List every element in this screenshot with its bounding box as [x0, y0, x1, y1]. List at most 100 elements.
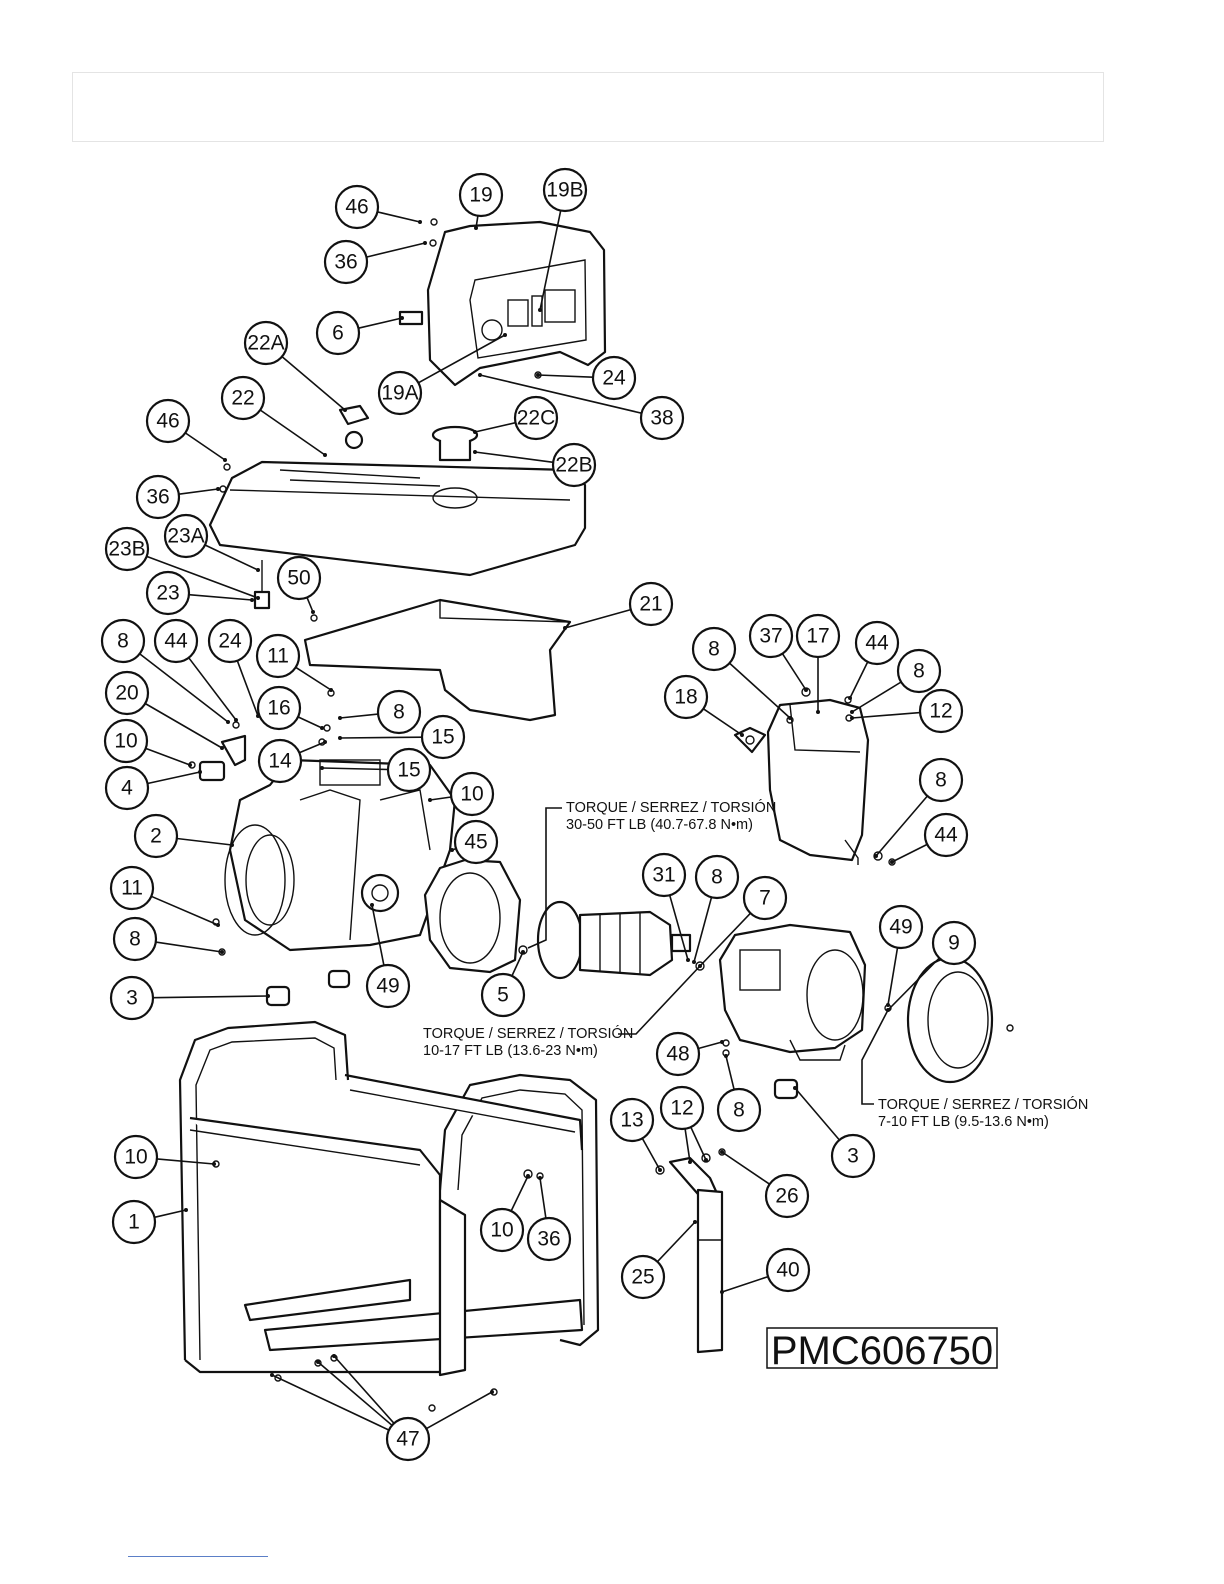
muffler-gasket-part [733, 726, 767, 754]
callout-label: 16 [267, 697, 290, 720]
leader-tip-14 [323, 740, 327, 744]
leader-line-23a [204, 544, 259, 571]
leader-tip-12b-0 [688, 1160, 692, 1164]
callout-circle [449, 771, 495, 817]
callout-circle [479, 1207, 525, 1253]
callout-label: 50 [287, 567, 310, 590]
leader-line-37 [781, 653, 807, 691]
leader-tip-47-3 [490, 1390, 494, 1394]
leader-tip-8g [220, 950, 224, 954]
leader-tip-19b [538, 308, 542, 312]
callout-label: 11 [267, 645, 289, 668]
leader-line-8c [851, 681, 902, 713]
callout-2: 2 [133, 813, 179, 859]
leader-line-11b [150, 895, 219, 926]
heat-shield-part [303, 598, 572, 722]
callout-circle [641, 852, 687, 898]
callout-label: 1 [128, 1211, 140, 1234]
leader-tip-45 [450, 848, 454, 852]
callout-circle [113, 1134, 159, 1180]
torque-note-middle: TORQUE / SERREZ / TORSIÓN 10-17 FT LB (1… [423, 1025, 633, 1059]
callout-38: 38 [639, 395, 685, 441]
callout-6: 6 [315, 310, 361, 356]
callout-label: 4 [121, 777, 133, 800]
callout-label: 11 [121, 877, 143, 900]
callout-label: 2 [150, 825, 162, 848]
leader-tip-11a [329, 688, 333, 692]
callout-circle [716, 1087, 762, 1133]
leader-line-8b [728, 662, 791, 719]
torque-note-lower: TORQUE / SERREZ / TORSIÓN 7-10 FT LB (9.… [878, 1096, 1088, 1130]
leader-tip-24a [536, 373, 540, 377]
callout-11b: 11 [109, 865, 155, 911]
callout-circle [639, 395, 685, 441]
callout-circle [135, 474, 181, 520]
leader-line-8f [693, 897, 713, 963]
callout-label: 10 [460, 783, 483, 806]
callout-22c: 22C [513, 395, 559, 441]
callout-circle [542, 167, 588, 213]
leader-tip-50 [311, 610, 315, 614]
leader-line-23b [146, 555, 259, 599]
callout-17: 17 [795, 613, 841, 659]
callout-circle [276, 555, 322, 601]
leader-line-24b [236, 660, 259, 717]
leader-tip-8b [788, 716, 792, 720]
callout-40: 40 [765, 1247, 811, 1293]
callout-circle [513, 395, 559, 441]
callout-label: 36 [146, 486, 169, 509]
leader-line-3a [152, 995, 269, 999]
leader-line-11a [295, 666, 332, 691]
leader-line-22a [281, 355, 346, 411]
callout-10a: 10 [103, 718, 149, 764]
callout-15a: 15 [420, 714, 466, 760]
callout-label: 44 [164, 630, 188, 653]
leader-line-9 [887, 957, 940, 1011]
callout-circle [896, 648, 942, 694]
callout-10b: 10 [449, 771, 495, 817]
leader-line-46a [377, 211, 421, 223]
torque-note-middle-line1: TORQUE / SERREZ / TORSIÓN [423, 1025, 633, 1042]
callout-circle [104, 765, 150, 811]
leader-line-44c [891, 843, 928, 863]
leader-tip-8e [874, 854, 878, 858]
callout-circle [255, 633, 301, 679]
callout-label: 12 [670, 1097, 693, 1120]
fuel-valve-part [253, 560, 271, 610]
leader-tip-44b [848, 696, 852, 700]
callout-circle [111, 1199, 157, 1245]
callout-label: 45 [464, 831, 487, 854]
leader-tip-2 [230, 843, 234, 847]
leader-tip-48 [720, 1040, 724, 1044]
callout-circle [112, 916, 158, 962]
callout-circle [655, 1031, 701, 1077]
leader-line-3b [794, 1087, 841, 1141]
stator-part [718, 923, 867, 1061]
callout-circle [878, 904, 924, 950]
leader-line-22c [474, 421, 516, 433]
callout-label: 10 [490, 1219, 513, 1242]
control-panel-part [426, 220, 607, 387]
callout-label: 23B [108, 538, 145, 561]
callout-25: 25 [620, 1254, 666, 1300]
leader-tip-22a [343, 408, 347, 412]
leader-tip-8c [850, 710, 854, 714]
callout-8b: 8 [691, 626, 737, 672]
fuel-cap-part [431, 425, 479, 462]
callout-circle [109, 975, 155, 1021]
callout-label: 9 [948, 932, 960, 955]
callout-circle [257, 738, 303, 784]
leader-tip-47-2 [332, 1354, 336, 1358]
callout-label: 15 [431, 726, 454, 749]
leader-line-6 [358, 317, 403, 329]
callout-36a: 36 [323, 239, 369, 285]
torque-note-upper-line1: TORQUE / SERREZ / TORSIÓN [566, 799, 776, 816]
callout-label: 8 [393, 701, 405, 724]
muffler-part [766, 698, 870, 865]
leader-line-23 [188, 593, 253, 601]
leader-tip-22 [323, 453, 327, 457]
callout-16: 16 [256, 685, 302, 731]
callout-circle [104, 526, 150, 572]
callout-36b: 36 [135, 474, 181, 520]
leader-tip-44a [234, 718, 238, 722]
